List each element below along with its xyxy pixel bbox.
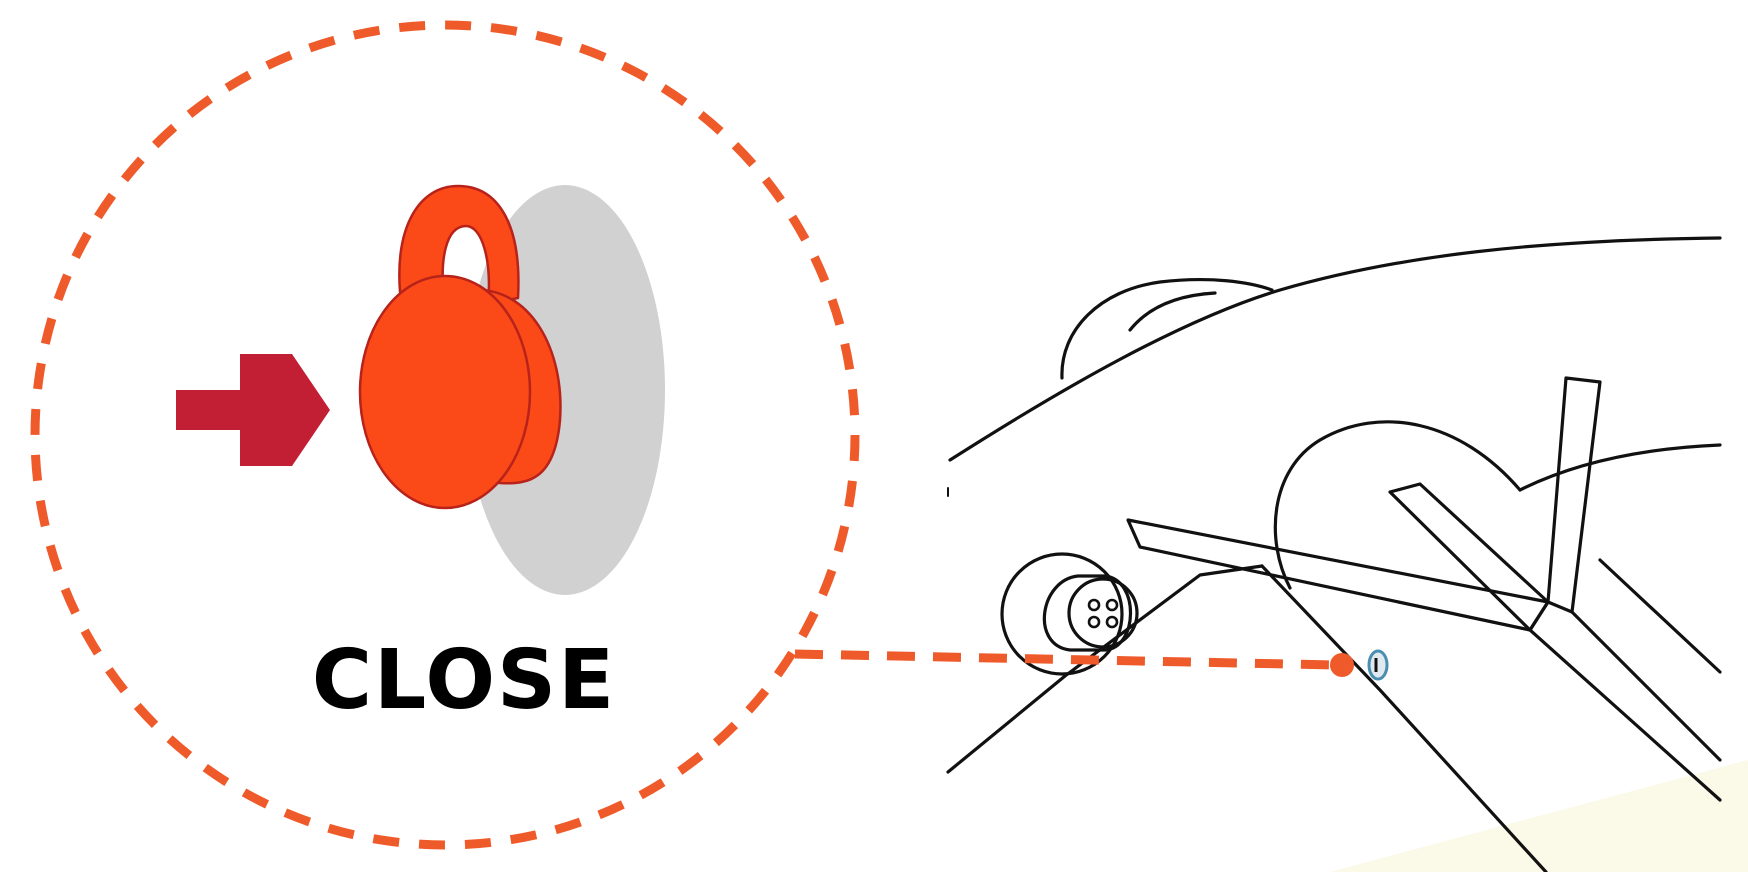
machine-leg-center (1260, 564, 1548, 872)
machine-y-frame-stem-left (1388, 482, 1550, 632)
machine-drum (1273, 420, 1522, 590)
machine-leg-right-a (1528, 628, 1722, 802)
cap-body-front (358, 274, 532, 510)
machine-leg-right-b (1570, 610, 1722, 762)
callout-dashed-circle (30, 20, 860, 850)
cap-loop (398, 184, 520, 306)
machine-top-contour (948, 236, 1722, 462)
socket-outer-ring (1000, 552, 1124, 676)
machine-leg-left (946, 564, 1264, 774)
machine-leg-right-c (1598, 558, 1722, 674)
socket-face (1067, 577, 1139, 649)
machine-y-frame-arm (1126, 518, 1550, 632)
machine-dome-inner (1128, 291, 1217, 332)
machine-y-frame-stem-right (1546, 376, 1602, 614)
background-tint (1330, 760, 1748, 872)
socket-housing (1042, 574, 1133, 652)
socket-pins (1087, 598, 1119, 629)
port-marker (1367, 649, 1389, 681)
right-arrow-icon (176, 354, 330, 466)
callout-leader-line (794, 649, 1339, 670)
machine-dome (1060, 277, 1274, 380)
plug-cap-icon (358, 184, 562, 510)
callout-leader-dot (1330, 653, 1354, 677)
machine-line-art (946, 236, 1722, 872)
close-caption: CLOSE (311, 633, 617, 728)
machine-right-contour (1518, 443, 1722, 492)
